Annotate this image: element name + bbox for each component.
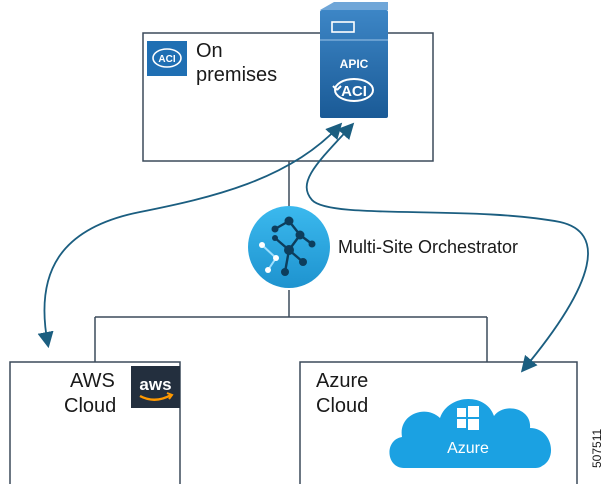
azure-cloud-text: Azure — [447, 440, 489, 457]
on-premises-label-line1: On — [196, 40, 223, 62]
aci-badge-icon: ACI — [147, 41, 187, 76]
arrow-apic-azure — [305, 122, 589, 373]
arrow-apic-aws — [37, 122, 343, 349]
figure-id: 507511 — [590, 429, 604, 468]
apic-server-icon: APIC ACI — [320, 2, 388, 118]
aci-badge-text: ACI — [158, 54, 175, 65]
aws-cloud-site: AWS Cloud aws — [9, 361, 181, 484]
aws-logo-icon: aws — [131, 366, 180, 408]
on-premises-label-line2: premises — [196, 64, 277, 86]
azure-label-line1: Azure — [316, 370, 368, 392]
arrows — [37, 122, 589, 373]
apic-label: APIC — [340, 57, 369, 71]
aws-label-line2: Cloud — [64, 395, 116, 417]
orchestrator-label: Multi-Site Orchestrator — [338, 237, 518, 257]
apic-aci-text: ACI — [341, 83, 367, 100]
azure-cloud-icon: Azure — [389, 398, 552, 468]
multi-site-orchestrator: Multi-Site Orchestrator — [248, 206, 518, 288]
azure-label-line2: Cloud — [316, 395, 368, 417]
aws-logo-text: aws — [139, 375, 171, 394]
orchestrator-icon — [248, 206, 330, 288]
aws-label-line1: AWS — [70, 370, 115, 392]
on-premises-site: ACI On premises APIC ACI — [142, 2, 434, 162]
azure-cloud-site: Azure Cloud Azure — [299, 361, 578, 484]
windows-logo-icon — [457, 406, 479, 430]
